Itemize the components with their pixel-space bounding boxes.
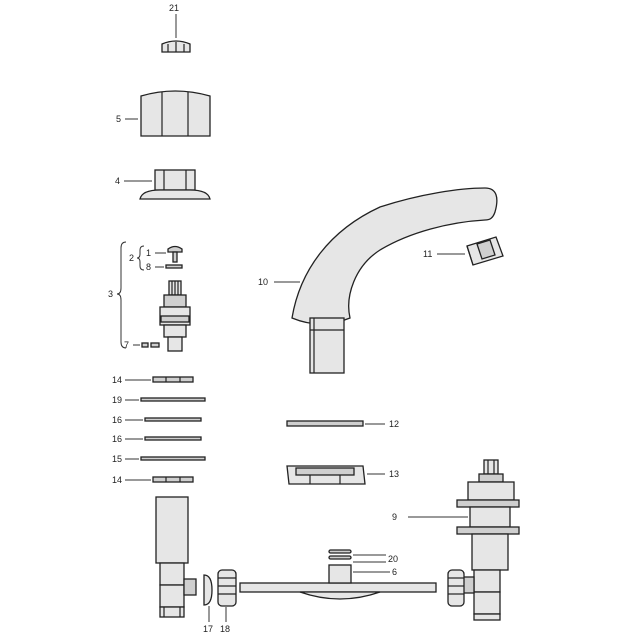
part-19-gasket	[140, 397, 206, 402]
callout-19: 19	[112, 395, 122, 405]
right-valve-body	[456, 459, 520, 621]
part-15-gasket	[140, 456, 206, 461]
part-14-washer-bottom	[152, 476, 194, 483]
callout-5: 5	[116, 114, 121, 124]
callout-10: 10	[258, 277, 268, 287]
callout-13: 13	[389, 469, 399, 479]
part-16-washer-b	[144, 436, 202, 441]
callout-15: 15	[112, 454, 122, 464]
bracket-2	[136, 245, 145, 271]
part-10-spout	[291, 187, 498, 374]
part-17-ring	[203, 574, 213, 606]
callout-21: 21	[169, 3, 179, 13]
part-12-gasket	[286, 420, 364, 427]
callout-2: 2	[129, 253, 134, 263]
callout-9: 9	[392, 512, 397, 522]
part-14-washer-top	[152, 376, 194, 383]
callout-17: 17	[203, 624, 213, 634]
part-5-handle	[140, 90, 211, 137]
part-1-screw	[167, 245, 183, 263]
part-18-nut	[217, 569, 237, 607]
left-valve-body	[155, 496, 197, 618]
part-16-washer-a	[144, 417, 202, 422]
callout-4: 4	[115, 176, 120, 186]
callout-1: 1	[146, 248, 151, 258]
part-6-connecting-pipe	[239, 564, 437, 600]
right-nut	[447, 569, 465, 607]
part-21-cap	[161, 40, 191, 53]
part-7-seal	[141, 342, 160, 348]
callout-7: 7	[124, 340, 129, 350]
callout-16-a: 16	[112, 415, 122, 425]
callout-6: 6	[392, 567, 397, 577]
part-8-washer	[165, 264, 183, 269]
callout-14-bottom: 14	[112, 475, 122, 485]
callout-3: 3	[108, 289, 113, 299]
callout-16-b: 16	[112, 434, 122, 444]
callout-12: 12	[389, 419, 399, 429]
part-20-o-rings	[328, 549, 352, 560]
callout-14-top: 14	[112, 375, 122, 385]
part-11-aerator	[466, 236, 504, 266]
bracket-3	[116, 241, 127, 349]
callout-20: 20	[388, 554, 398, 564]
cartridge-body	[159, 280, 191, 352]
callout-11: 11	[423, 249, 432, 259]
callout-8: 8	[146, 262, 151, 272]
part-13-base-plate	[286, 465, 366, 485]
part-4-flange	[139, 169, 211, 200]
callout-18: 18	[220, 624, 230, 634]
